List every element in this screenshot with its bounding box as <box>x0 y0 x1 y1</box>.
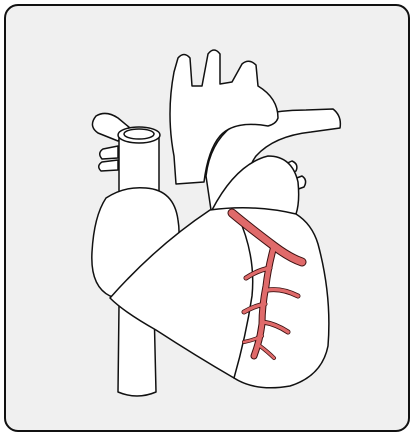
superior-vena-cava-lumen <box>124 129 154 139</box>
pulmonary-vein-left-upper <box>100 146 118 159</box>
heart-icon <box>6 6 410 432</box>
pulmonary-vein-left-lower <box>99 160 118 171</box>
illustration-card <box>4 4 410 432</box>
